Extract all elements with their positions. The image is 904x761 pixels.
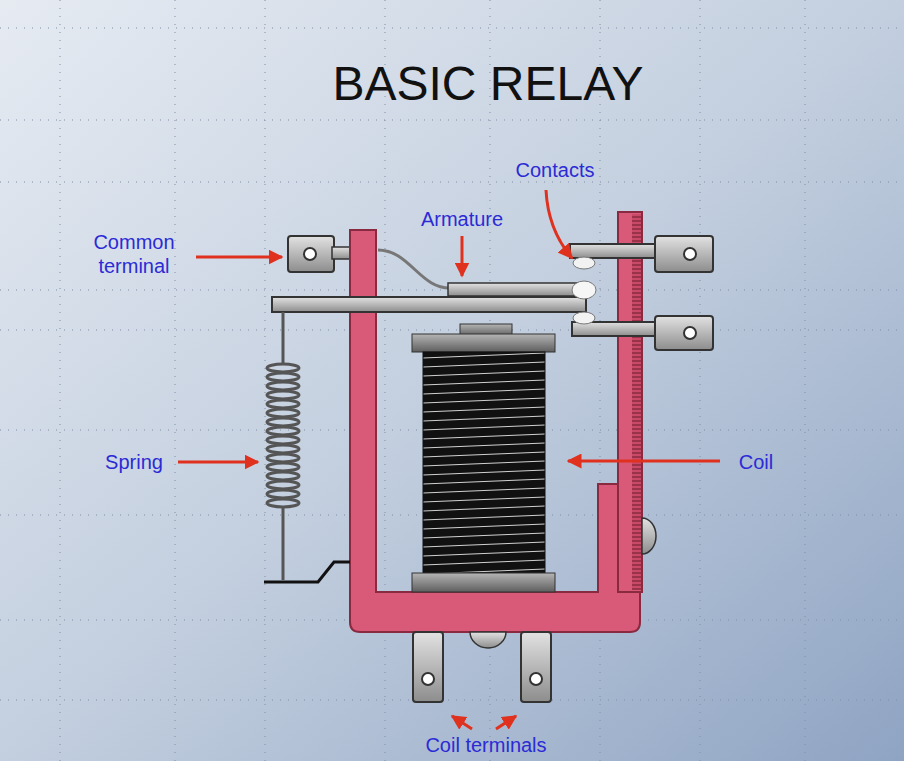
leader-arrows: [178, 190, 720, 729]
part-label: Armature: [400, 207, 524, 231]
part-label: Coil: [726, 450, 786, 474]
flexible-wire: [378, 250, 452, 288]
yoke-frame: [350, 230, 640, 632]
part-label: Contacts: [500, 158, 610, 182]
armature: [272, 283, 588, 312]
contact-terminals: [570, 236, 713, 350]
spring-anchor: [264, 562, 350, 582]
common-terminal-lug: [288, 236, 352, 272]
part-label: Coil terminals: [404, 733, 568, 757]
contact-support-bar: [618, 212, 656, 592]
part-label: Spring: [94, 450, 174, 474]
coil: [412, 324, 555, 592]
diagram-title: BASIC RELAY: [288, 60, 688, 108]
coil-terminal-lugs: [413, 632, 551, 702]
part-label: Common terminal: [76, 230, 192, 278]
spring: [267, 312, 299, 580]
